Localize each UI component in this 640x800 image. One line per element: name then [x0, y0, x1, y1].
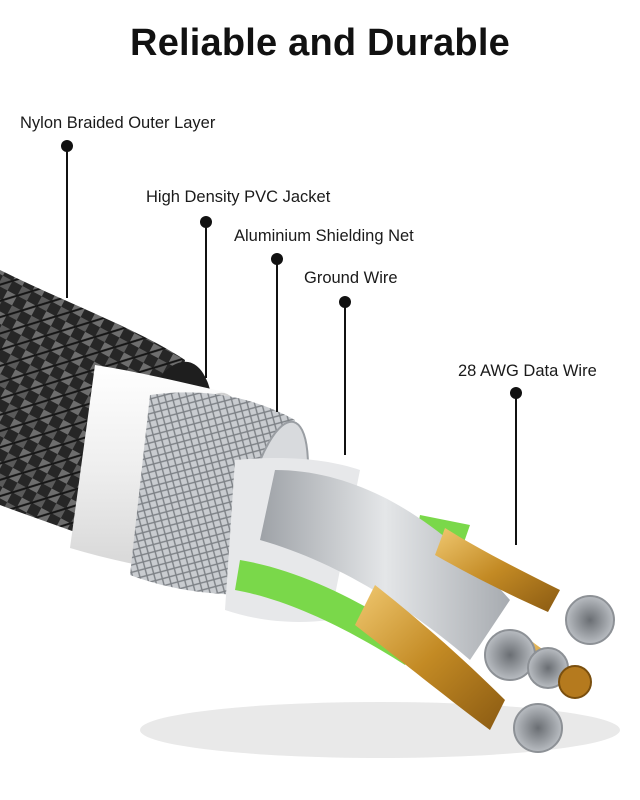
callout-shield-leader — [271, 253, 283, 412]
callout-nylon-leader — [61, 140, 73, 298]
callout-label-high-density-pvc-jacket: High Density PVC Jacket — [146, 188, 331, 206]
callout-label-28-awg-data-wire: 28 AWG Data Wire — [458, 362, 597, 380]
callout-label-aluminium-shielding-net: Aluminium Shielding Net — [234, 227, 414, 245]
callout-ground-leader — [339, 296, 351, 455]
strand-end-1 — [565, 595, 615, 645]
callout-data-wire-leader — [510, 387, 522, 545]
callout-label-nylon-braided-outer-layer: Nylon Braided Outer Layer — [20, 114, 216, 132]
callout-pvc-leader — [200, 216, 212, 378]
gold-wire-end — [558, 665, 592, 699]
callout-label-ground-wire: Ground Wire — [304, 269, 398, 287]
page-title: Reliable and Durable — [130, 22, 510, 64]
strand-end-4 — [513, 703, 563, 753]
gold-data-wire-back — [435, 528, 560, 612]
ground-wire-strands — [260, 470, 510, 660]
gold-data-wire-front — [355, 585, 505, 730]
cable-shadow — [140, 702, 620, 758]
